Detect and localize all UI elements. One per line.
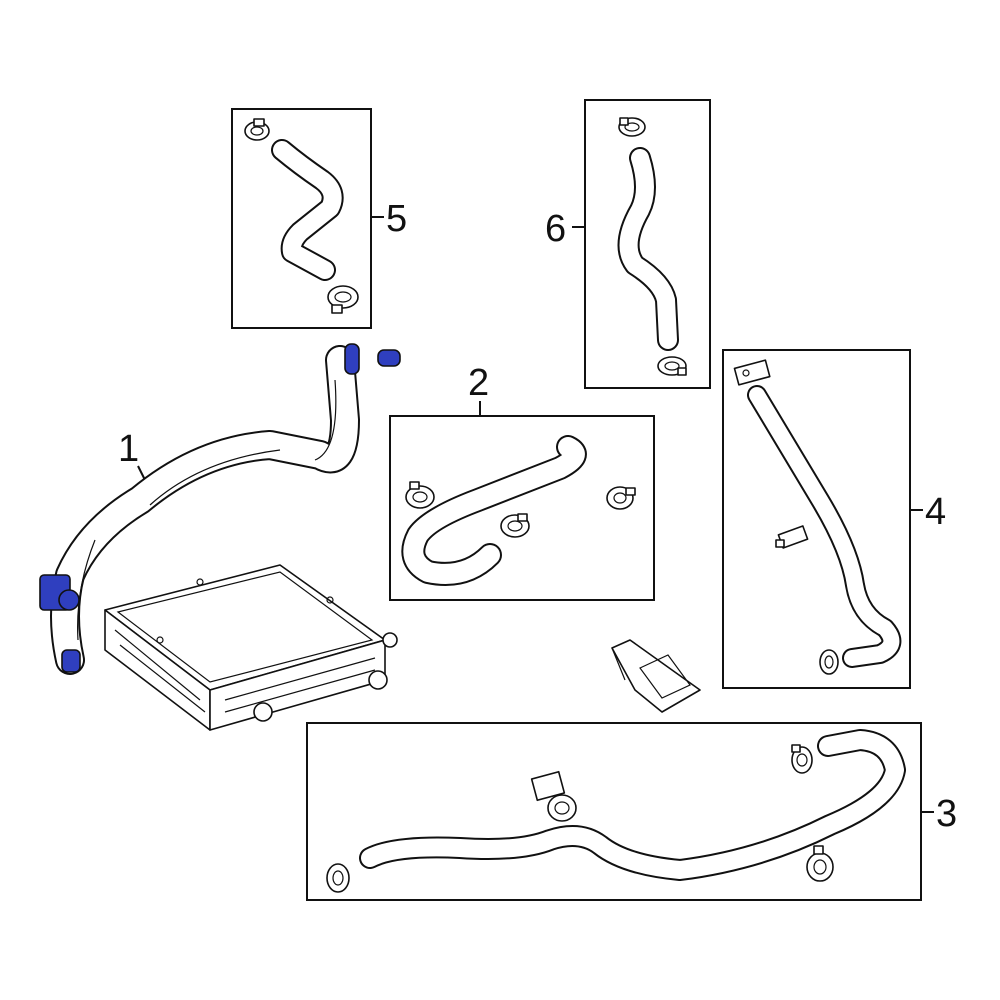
part-3-bracket-clip[interactable] (530, 770, 577, 822)
part-5-number[interactable]: 5 (386, 198, 407, 240)
part-2-group[interactable]: 2 (389, 362, 655, 601)
part-1-group[interactable]: 1 (39, 343, 401, 675)
part-6-group[interactable]: 6 (545, 99, 711, 389)
part-6-hose[interactable] (617, 147, 679, 351)
part-4-number[interactable]: 4 (925, 491, 946, 533)
part-2-box (389, 415, 655, 601)
part-4-connector-top[interactable] (733, 359, 771, 386)
part-3-group[interactable]: 3 (306, 722, 957, 901)
part-1-number[interactable]: 1 (118, 428, 139, 470)
part-6-clamp-top[interactable] (618, 117, 646, 137)
part-2-clamp-c[interactable] (606, 486, 636, 510)
electronic-module-housing[interactable] (104, 564, 398, 731)
part-2-number[interactable]: 2 (468, 362, 489, 404)
part-3-number[interactable]: 3 (936, 793, 957, 835)
part-2-clamp-a[interactable] (405, 481, 435, 509)
part-5-hose[interactable] (271, 139, 344, 281)
part-4-group[interactable]: 4 (722, 349, 946, 689)
part-6-number[interactable]: 6 (545, 208, 566, 250)
part-5-clamp-bottom[interactable] (327, 285, 359, 314)
part-3-clamp-left[interactable] (326, 863, 350, 893)
mounting-bracket-plate[interactable] (611, 639, 701, 713)
part-2-clamp-b[interactable] (500, 513, 530, 538)
part-6-box (584, 99, 711, 389)
part-4-clamp-bottom[interactable] (819, 649, 839, 675)
part-4-box (722, 349, 911, 689)
part-3-clamp-top-right[interactable] (791, 744, 813, 774)
part-4-clip-middle[interactable] (775, 525, 809, 549)
part-5-clamp-top[interactable] (244, 118, 270, 141)
part-1-coolant-pipe[interactable] (39, 343, 401, 675)
part-3-clamp-bottom-right[interactable] (806, 845, 834, 882)
part-6-clamp-bottom[interactable] (657, 356, 687, 376)
part-5-box (231, 108, 372, 329)
part-2-hose[interactable] (401, 435, 587, 586)
part-4-hose[interactable] (747, 385, 902, 668)
part-3-hose[interactable] (359, 729, 906, 881)
part-5-group[interactable]: 5 (231, 108, 407, 329)
